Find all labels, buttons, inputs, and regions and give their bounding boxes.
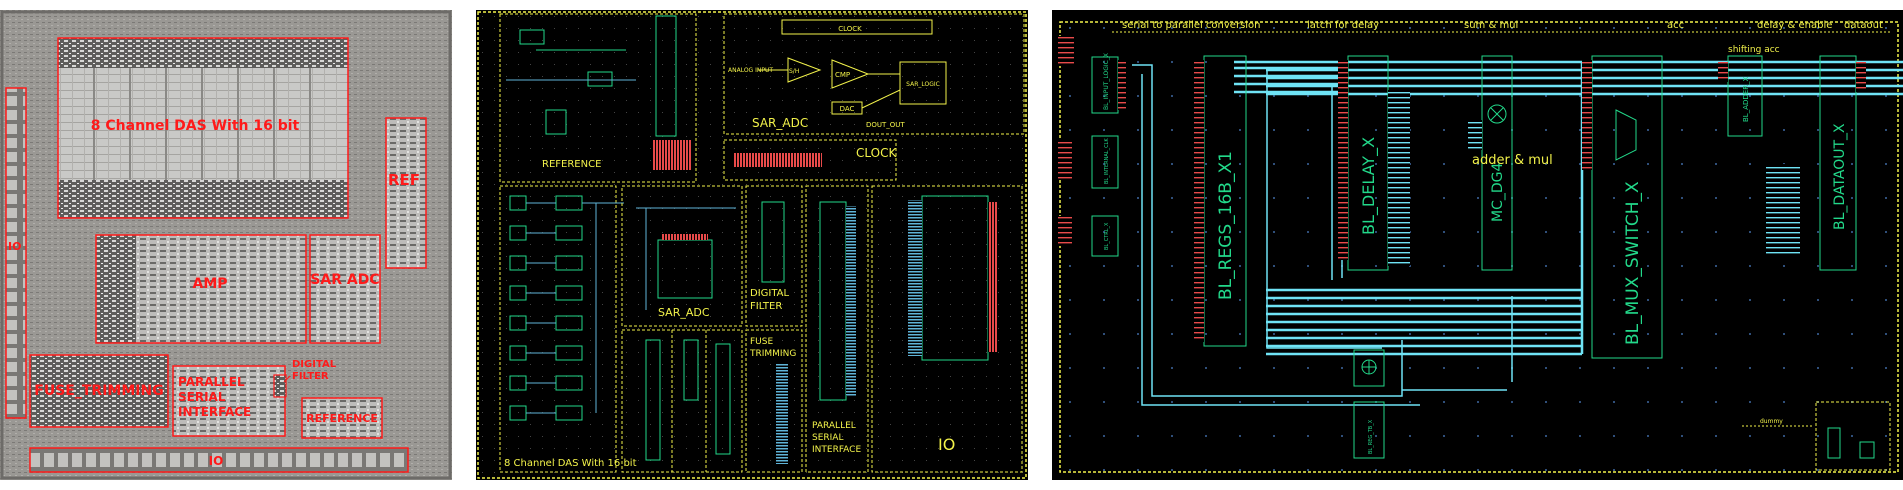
sar-adc-label: SAR ADC xyxy=(310,272,379,288)
regs-label: BL_REGS_16B_X1 xyxy=(1216,151,1236,300)
internal-clk-label: BL_INTERNAL_CLK xyxy=(1104,138,1110,184)
stage-label: delay & enable xyxy=(1757,20,1832,31)
input-logic-block: BL_INPUT_LOGIC_X xyxy=(1091,53,1126,114)
layout-clock-region: CLOCK xyxy=(723,139,897,181)
mux-label: BL_MUX_SWITCH_X xyxy=(1623,181,1643,345)
layout-sar-mid-region: SAR_ADC xyxy=(621,185,743,327)
reg-tb-block: BL_REG_TB_X xyxy=(1353,401,1385,459)
schematic-panel: serial to parallel conversion latch for … xyxy=(1052,10,1903,480)
layout-parallel-region: PARALLEL SERIAL INTERFACE xyxy=(805,185,869,473)
io-bottom-label: IO xyxy=(209,454,224,468)
fuse-label: FUSE_TRIMMING xyxy=(34,383,163,399)
layout-das-label: 8 Channel DAS With 16 bit xyxy=(504,458,637,469)
layout-cmp-label: CMP xyxy=(835,71,850,79)
layout-fuse-2: TRIMMING xyxy=(749,349,796,359)
parallel-line2: SERIAL xyxy=(178,390,226,404)
schematic-signal-wires xyxy=(1132,64,1513,406)
mux-block: BL_MUX_SWITCH_X xyxy=(1582,55,1663,359)
digital-filter-line1: DIGITAL xyxy=(292,359,337,370)
xor-block xyxy=(1353,349,1385,387)
stage-label: acc xyxy=(1667,20,1684,31)
amp-block: AMP xyxy=(95,234,307,344)
layout-io-label: IO xyxy=(938,435,955,454)
ctrl-label: BL_CTRL_X xyxy=(1104,222,1110,250)
layout-digital-filter-2: FILTER xyxy=(750,301,782,312)
digital-filter-line2: FILTER xyxy=(292,371,329,382)
adder-block: BL_ADDER_X shifting acc xyxy=(1718,45,1780,137)
die-photo-panel: 8 Channel DAS With 16 bit REF IO AMP SAR… xyxy=(0,10,452,480)
io-left-block: IO xyxy=(5,87,27,419)
layout-parallel-1: PARALLEL xyxy=(812,421,856,431)
das-label: 8 Channel DAS With 16 bit xyxy=(91,118,300,134)
sar-adc-block: SAR ADC xyxy=(309,234,381,344)
layout-digital-filter-1: DIGITAL xyxy=(750,288,790,299)
layout-parallel-2: SERIAL xyxy=(812,433,843,443)
layout-dout-out: DOUT_OUT xyxy=(866,121,905,129)
schematic-svg: serial to parallel conversion latch for … xyxy=(1052,10,1903,480)
ctrl-block: BL_CTRL_X xyxy=(1091,215,1119,257)
reg-tb-label: BL_REG_TB_X xyxy=(1368,419,1374,454)
ref-label: REF xyxy=(388,171,420,189)
ref-block: REF xyxy=(385,117,427,269)
adder-mul-label: adder & mul xyxy=(1472,153,1553,168)
stage-label: sum & mul xyxy=(1464,20,1518,31)
layout-sar-adc-mid: SAR_ADC xyxy=(658,306,710,319)
das-block: 8 Channel DAS With 16 bit xyxy=(57,37,349,219)
delay-block: BL_DELAY_X xyxy=(1338,55,1410,271)
layout-das-region: 8 Channel DAS With 16 bit xyxy=(499,185,637,473)
io-left-label: IO xyxy=(8,240,21,253)
layout-dac-label: DAC xyxy=(840,105,855,113)
layout-analog-input: ANALOG INPUT xyxy=(728,67,773,74)
dataout-block: BL_DATAOUT_X xyxy=(1766,55,1866,271)
layout-digital-filter-region: DIGITAL FILTER xyxy=(745,185,803,327)
die-photo-svg: 8 Channel DAS With 16 bit REF IO AMP SAR… xyxy=(0,10,452,480)
mcdg-label: MC_DG4 xyxy=(1490,163,1506,222)
layout-sar-adc-top: SAR_ADC xyxy=(752,116,808,130)
layout-clock-label: CLOCK xyxy=(856,146,897,160)
fuse-block: FUSE_TRIMMING xyxy=(29,354,169,428)
layout-reference-region: REFERENCE xyxy=(499,13,697,183)
mcdg-block: MC_DG4 adder & mul xyxy=(1468,55,1553,271)
dummy-label: dummy xyxy=(1760,418,1783,425)
layout-bottom-cells xyxy=(621,329,743,473)
dataout-label: BL_DATAOUT_X xyxy=(1832,123,1848,230)
input-logic-label: BL_INPUT_LOGIC_X xyxy=(1103,53,1110,110)
internal-clk-block: BL_INTERNAL_CLK xyxy=(1091,135,1119,189)
parallel-block: PARALLEL SERIAL INTERFACE xyxy=(172,365,286,437)
stage-label: dataout xyxy=(1844,20,1883,31)
layout-fuse-1: FUSE xyxy=(750,337,773,347)
parallel-line3: INTERFACE xyxy=(178,405,251,419)
parallel-line1: PARALLEL xyxy=(178,375,245,389)
layout-panel: REFERENCE CLOCK S/H ANALOG INPUT CMP DAC… xyxy=(476,10,1028,480)
shifting-acc-label: shifting acc xyxy=(1728,45,1780,55)
layout-io-region: IO xyxy=(871,185,1023,473)
layout-sar-logic: SAR_LOGIC xyxy=(906,81,940,88)
amp-label: AMP xyxy=(192,276,227,292)
layout-sar-top-region: CLOCK S/H ANALOG INPUT CMP DAC SAR_LOGIC… xyxy=(723,13,1025,135)
stage-label: latch for delay xyxy=(1307,20,1379,31)
adder-label: BL_ADDER_X xyxy=(1742,76,1750,122)
layout-fuse-region: FUSE TRIMMING xyxy=(745,329,803,473)
stage-header: serial to parallel conversion latch for … xyxy=(1112,20,1892,33)
delay-label: BL_DELAY_X xyxy=(1359,137,1379,235)
layout-sh-label: S/H xyxy=(789,68,799,75)
io-bottom-block: IO xyxy=(29,447,409,473)
layout-parallel-3: INTERFACE xyxy=(812,445,861,455)
layout-reference-label: REFERENCE xyxy=(542,159,601,170)
reference-label: REFERENCE xyxy=(306,412,378,425)
regs-block: BL_REGS_16B_X1 xyxy=(1194,55,1247,347)
layout-clock-small: CLOCK xyxy=(838,25,862,33)
stage-label: serial to parallel conversion xyxy=(1122,20,1261,31)
dummy-region: dummy xyxy=(1742,401,1891,471)
digital-filter-block: DIGITAL FILTER xyxy=(273,359,337,398)
reference-block: REFERENCE xyxy=(301,397,383,439)
layout-svg: REFERENCE CLOCK S/H ANALOG INPUT CMP DAC… xyxy=(476,10,1028,480)
